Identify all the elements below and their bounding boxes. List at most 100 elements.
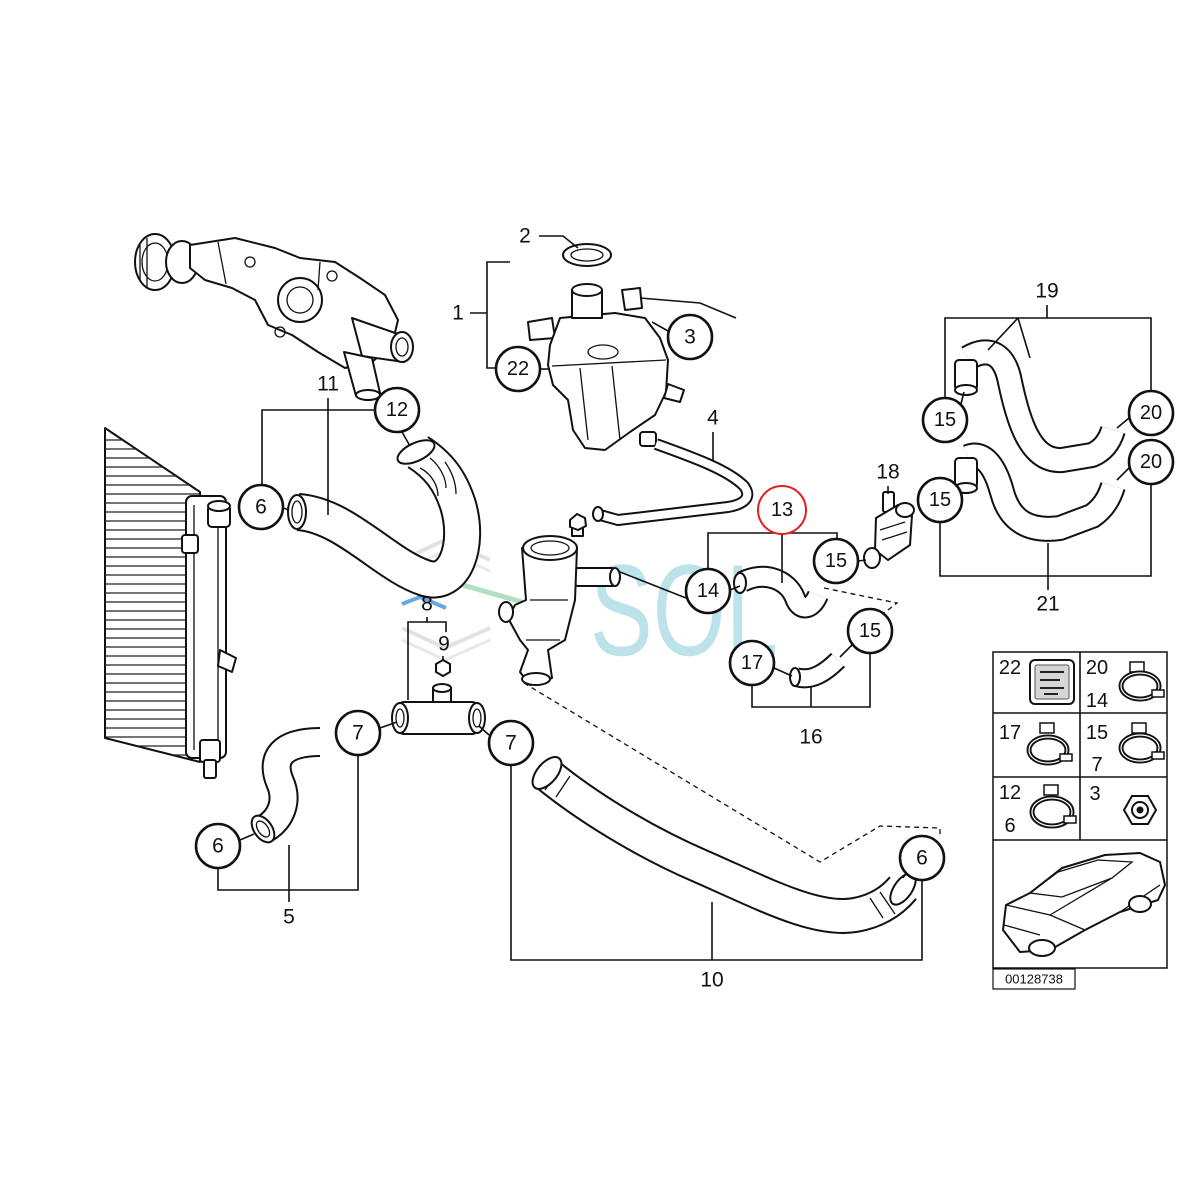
hose-clamp-icon bbox=[1118, 722, 1165, 764]
callout-1: 1 bbox=[452, 302, 464, 325]
callout-22: 22 bbox=[494, 345, 542, 393]
callout-label: 14 bbox=[697, 580, 719, 602]
callout-15-d: 15 bbox=[846, 607, 894, 655]
t-piece-icon bbox=[391, 683, 486, 735]
water-pump-icon bbox=[134, 233, 414, 401]
callout-label: 7 bbox=[505, 732, 517, 755]
legend-label: 20 bbox=[1086, 657, 1108, 679]
hose-11 bbox=[287, 436, 482, 599]
callout-label: 15 bbox=[859, 620, 881, 642]
legend-cell-17: 17 bbox=[999, 722, 1073, 766]
legend-label: 3 bbox=[1089, 783, 1100, 805]
callout-8: 8 bbox=[421, 593, 433, 616]
callouts: 2 1 3 22 4 11 12 6 13 18 19 15 20 20 15 … bbox=[194, 225, 1175, 992]
hose-clamp-icon bbox=[1118, 661, 1165, 702]
valve-icon bbox=[863, 491, 915, 569]
hose-13 bbox=[733, 565, 829, 619]
parts-legend: 22 20 14 17 bbox=[992, 651, 1168, 990]
bolt-icon bbox=[435, 659, 451, 677]
callout-label: 4 bbox=[707, 407, 719, 430]
callout-label: 3 bbox=[684, 326, 696, 349]
legend-cell-20-14: 20 14 bbox=[1086, 657, 1165, 712]
legend-cell-15-7: 15 7 bbox=[1086, 722, 1165, 776]
callout-label: 20 bbox=[1140, 402, 1162, 424]
thermostat-housing-icon bbox=[498, 513, 621, 686]
diagram-id-box: 00128738 bbox=[992, 968, 1076, 990]
radiator-icon bbox=[104, 427, 237, 779]
callout-15-b: 15 bbox=[916, 476, 964, 524]
callout-13-highlighted: 13 bbox=[757, 485, 807, 535]
legend-label: 7 bbox=[1091, 754, 1102, 776]
hose-clamp-icon bbox=[1029, 784, 1077, 829]
hose-4 bbox=[592, 438, 754, 526]
callout-label: 6 bbox=[255, 496, 267, 519]
callout-6-upper: 6 bbox=[237, 483, 285, 531]
car-icon bbox=[1002, 852, 1166, 957]
callout-11: 11 bbox=[317, 373, 339, 396]
callout-label: 9 bbox=[438, 633, 450, 656]
callout-6-right: 6 bbox=[898, 834, 946, 882]
callout-label: 22 bbox=[507, 358, 529, 380]
callout-label: 5 bbox=[283, 906, 295, 929]
hose-5 bbox=[250, 727, 321, 844]
callout-12: 12 bbox=[373, 386, 421, 434]
callout-6-left: 6 bbox=[194, 822, 242, 870]
hose-10 bbox=[531, 756, 917, 934]
legend-label: 6 bbox=[1004, 815, 1015, 837]
legend-cell-3: 3 bbox=[1089, 783, 1158, 825]
callout-label: 1 bbox=[452, 302, 464, 325]
legend-cell-22: 22 bbox=[999, 657, 1075, 705]
callout-14: 14 bbox=[684, 567, 732, 615]
legend-label: 14 bbox=[1086, 690, 1108, 712]
callout-16: 16 bbox=[799, 726, 822, 749]
callout-4: 4 bbox=[707, 407, 719, 430]
callout-label: 6 bbox=[916, 847, 928, 870]
legend-label: 12 bbox=[999, 782, 1021, 804]
callout-7-right: 7 bbox=[487, 719, 535, 767]
legend-label: 15 bbox=[1086, 722, 1108, 744]
tank-cap bbox=[562, 243, 612, 267]
callout-label: 7 bbox=[352, 722, 364, 745]
callout-label: 13 bbox=[771, 499, 793, 521]
callout-label: 2 bbox=[519, 225, 531, 248]
callout-label: 20 bbox=[1140, 451, 1162, 473]
callout-label: 8 bbox=[421, 593, 433, 616]
diagram-id: 00128738 bbox=[1005, 972, 1063, 987]
callout-label: 15 bbox=[929, 489, 951, 511]
legend-label: 22 bbox=[999, 657, 1021, 679]
callout-label: 19 bbox=[1035, 280, 1058, 303]
callout-label: 16 bbox=[799, 726, 822, 749]
callout-label: 6 bbox=[212, 835, 224, 858]
label-sticker-icon bbox=[1029, 659, 1075, 705]
callout-15-c: 15 bbox=[812, 537, 860, 585]
callout-label: 10 bbox=[700, 969, 723, 992]
hose-16 bbox=[789, 652, 846, 689]
callout-label: 15 bbox=[825, 550, 847, 572]
callout-10: 10 bbox=[700, 969, 723, 992]
callout-17: 17 bbox=[728, 639, 776, 687]
callout-label: 18 bbox=[876, 461, 899, 484]
callout-18: 18 bbox=[876, 461, 899, 484]
legend-cell-12-6: 12 6 bbox=[999, 782, 1077, 837]
hose-clamp-icon bbox=[1026, 722, 1073, 766]
callout-7-left: 7 bbox=[334, 709, 382, 757]
callout-label: 17 bbox=[741, 652, 763, 674]
callout-21: 21 bbox=[1036, 593, 1059, 616]
callout-label: 21 bbox=[1036, 593, 1059, 616]
callout-label: 15 bbox=[934, 409, 956, 431]
callout-15-a: 15 bbox=[921, 396, 969, 444]
expansion-tank-icon bbox=[527, 243, 685, 451]
hose-19 bbox=[954, 339, 1126, 473]
callout-20-b: 20 bbox=[1127, 438, 1175, 486]
callout-19: 19 bbox=[1035, 280, 1058, 303]
callout-5: 5 bbox=[283, 906, 295, 929]
callout-3: 3 bbox=[666, 313, 714, 361]
callout-label: 12 bbox=[386, 399, 408, 421]
callout-2: 2 bbox=[519, 225, 531, 248]
callout-label: 11 bbox=[317, 373, 339, 396]
legend-label: 17 bbox=[999, 722, 1021, 744]
hose-21 bbox=[954, 442, 1126, 542]
nut-icon bbox=[1122, 795, 1158, 825]
callout-9: 9 bbox=[438, 633, 450, 656]
